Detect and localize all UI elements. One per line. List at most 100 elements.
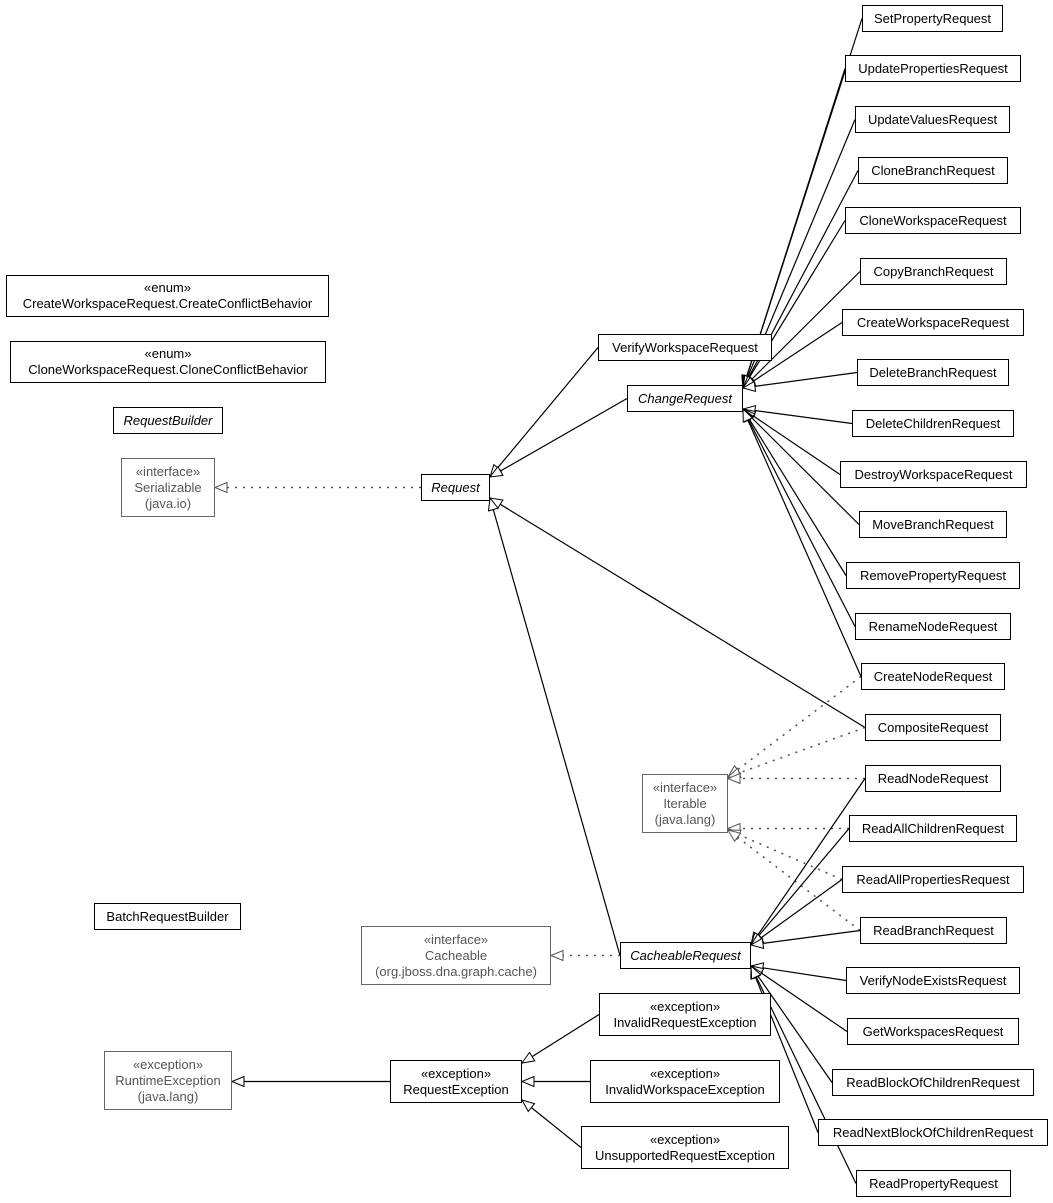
extends-edge-compositerequest-to-request (490, 498, 866, 729)
class-updatepropertiesrequest: UpdatePropertiesRequest (845, 55, 1021, 82)
package: (java.lang) (137, 1088, 199, 1104)
extends-edge-movebranchrequest-to-changerequest (743, 409, 860, 525)
class-readallpropertiesrequest: ReadAllPropertiesRequest (842, 866, 1024, 893)
extends-edge-changerequest-to-request (490, 397, 628, 478)
class-name: ReadBlockOfChildrenRequest (846, 1074, 1020, 1090)
extends-edge-renamenoderequest-to-changerequest (743, 409, 856, 627)
class-name: DeleteChildrenRequest (865, 415, 1001, 431)
interface-serializable: «interface» Serializable (java.io) (121, 458, 215, 517)
stereotype: «enum» (144, 280, 191, 295)
extends-edge-verifynodeexistsrequest-to-cacheablerequest (751, 966, 847, 982)
class-request: Request (421, 474, 490, 501)
extends-edge-deletechildrenrequest-to-changerequest (743, 409, 853, 425)
extends-edge-getworkspacesrequest-to-cacheablerequest (751, 966, 848, 1032)
class-readblockofchildrenrequest: ReadBlockOfChildrenRequest (832, 1069, 1034, 1096)
class-name: CreateNodeRequest (873, 668, 993, 684)
extends-edge-readallpropertiesrequest-to-cacheablerequest (751, 879, 843, 946)
interface-cacheable: «interface» Cacheable (org.jboss.dna.gra… (361, 926, 551, 985)
class-copybranchrequest: CopyBranchRequest (860, 258, 1007, 285)
stereotype: «enum» (144, 346, 192, 361)
stereotype: «interface» (135, 463, 201, 479)
implements-edge-compositerequest-to-iterable (728, 726, 866, 778)
class-name: CloneWorkspaceRequest (859, 212, 1007, 228)
class-name: Cacheable (424, 947, 488, 963)
class-getworkspacesrequest: GetWorkspacesRequest (847, 1018, 1019, 1045)
exception-invalidworkspaceexception: «exception» InvalidWorkspaceException (590, 1060, 780, 1103)
class-name: ReadAllChildrenRequest (861, 820, 1005, 836)
enum-createconflictbehavior: «enum» CreateWorkspaceRequest.CreateConf… (6, 275, 329, 317)
interface-iterable: «interface» Iterable (java.lang) (642, 774, 728, 833)
class-name: VerifyNodeExistsRequest (859, 972, 1007, 988)
class-readnextblockofchildrenrequest: ReadNextBlockOfChildrenRequest (818, 1119, 1048, 1146)
extends-edge-removepropertyrequest-to-changerequest (743, 409, 847, 576)
class-batchrequestbuilder: BatchRequestBuilder (94, 903, 241, 930)
class-updatevaluesrequest: UpdateValuesRequest (855, 106, 1010, 133)
class-name: VerifyWorkspaceRequest (612, 339, 758, 355)
extends-edge-unsupportedrequestexception-to-requestexception (522, 1100, 582, 1148)
extends-edge-deletebranchrequest-to-changerequest (743, 371, 858, 389)
class-deletechildrenrequest: DeleteChildrenRequest (852, 410, 1014, 437)
class-name: RuntimeException (115, 1072, 221, 1088)
class-movebranchrequest: MoveBranchRequest (859, 511, 1007, 538)
class-name: RequestBuilder (123, 412, 213, 428)
class-readnoderequest: ReadNodeRequest (865, 765, 1001, 792)
class-readallchildrenrequest: ReadAllChildrenRequest (849, 815, 1017, 842)
extends-edge-readnoderequest-to-cacheablerequest (751, 778, 866, 946)
extends-edge-cloneworkspacerequest-to-changerequest (743, 220, 846, 389)
package: (java.lang) (654, 811, 716, 827)
package: (org.jboss.dna.graph.cache) (375, 963, 537, 979)
class-createworkspacerequest: CreateWorkspaceRequest (842, 309, 1024, 336)
stereotype: «interface» (652, 779, 718, 795)
extends-edge-copybranchrequest-to-changerequest (743, 271, 861, 389)
exception-requestexception: «exception» RequestException (390, 1060, 522, 1103)
class-readpropertyrequest: ReadPropertyRequest (856, 1170, 1011, 1197)
class-name: CreateWorkspaceRequest.CreateConflictBeh… (22, 296, 313, 311)
class-name: BatchRequestBuilder (106, 908, 229, 924)
class-name: SetPropertyRequest (873, 10, 992, 26)
stereotype: «exception» (420, 1065, 492, 1081)
class-name: DestroyWorkspaceRequest (854, 466, 1013, 482)
implements-edge-createnoderequest-to-iterable (728, 675, 862, 778)
class-name: DeleteBranchRequest (869, 364, 997, 380)
class-compositerequest: CompositeRequest (865, 714, 1001, 741)
extends-edge-cacheablerequest-to-request (490, 498, 621, 956)
class-name: ReadPropertyRequest (869, 1175, 998, 1191)
extends-edge-verifyworkspacerequest-to-request (490, 347, 599, 478)
package: (java.io) (144, 495, 192, 511)
class-name: RenameNodeRequest (868, 618, 998, 634)
class-changerequest: ChangeRequest (627, 385, 743, 412)
extends-edge-readnextblockofchildrenrequest-to-cacheablerequest (751, 966, 819, 1133)
class-createnoderequest: CreateNodeRequest (861, 663, 1005, 690)
exception-invalidrequestexception: «exception» InvalidRequestException (599, 993, 771, 1036)
class-name: Serializable (134, 479, 202, 495)
class-name: GetWorkspacesRequest (862, 1023, 1004, 1039)
class-name: InvalidRequestException (613, 1014, 757, 1030)
extends-edge-readallchildrenrequest-to-cacheablerequest (751, 828, 850, 946)
extends-edge-destroyworkspacerequest-to-changerequest (743, 409, 841, 475)
class-name: ReadNextBlockOfChildrenRequest (832, 1124, 1034, 1140)
class-name: CopyBranchRequest (873, 263, 994, 279)
class-name: CompositeRequest (877, 719, 989, 735)
class-name: CreateWorkspaceRequest (856, 314, 1010, 330)
class-removepropertyrequest: RemovePropertyRequest (846, 562, 1020, 589)
exception-runtimeexception: «exception» RuntimeException (java.lang) (104, 1051, 232, 1110)
class-name: UpdatePropertiesRequest (858, 60, 1008, 76)
class-name: UnsupportedRequestException (595, 1147, 775, 1163)
class-name: CacheableRequest (630, 947, 741, 963)
extends-edge-readbranchrequest-to-cacheablerequest (751, 929, 861, 946)
class-name: Iterable (663, 795, 707, 811)
class-cacheablerequest: CacheableRequest (620, 942, 751, 969)
class-name: CloneWorkspaceRequest.CloneConflictBehav… (28, 362, 308, 377)
class-name: UpdateValuesRequest (867, 111, 998, 127)
class-name: RequestException (403, 1081, 509, 1097)
class-readbranchrequest: ReadBranchRequest (860, 917, 1007, 944)
stereotype: «interface» (423, 931, 489, 947)
class-deletebranchrequest: DeleteBranchRequest (857, 359, 1009, 386)
class-name: Request (431, 479, 480, 495)
extends-edge-createnoderequest-to-changerequest (742, 409, 862, 677)
class-renamenoderequest: RenameNodeRequest (855, 613, 1011, 640)
stereotype: «exception» (649, 998, 721, 1014)
class-name: InvalidWorkspaceException (605, 1081, 765, 1097)
